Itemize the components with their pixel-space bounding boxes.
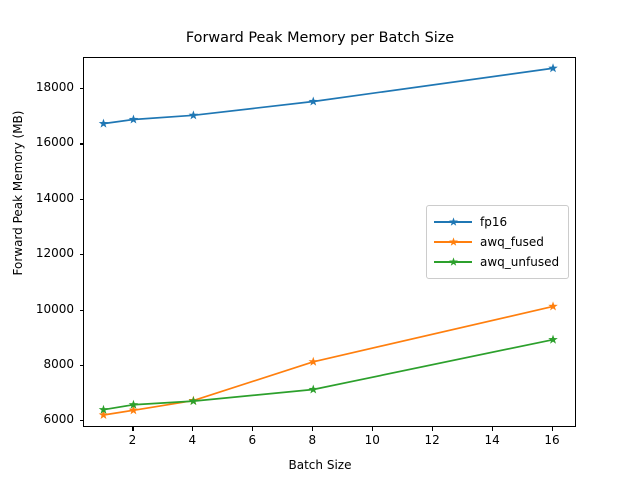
x-tick-label: 6	[248, 433, 257, 447]
x-tick-label: 2	[128, 433, 137, 447]
x-tick-mark	[312, 427, 314, 431]
legend-star-icon	[448, 237, 458, 246]
chart-title: Forward Peak Memory per Batch Size	[185, 30, 455, 46]
legend-star-icon	[448, 217, 458, 226]
data-point-marker	[98, 409, 109, 420]
x-tick-mark	[192, 427, 194, 431]
y-tick-label: 18000	[35, 80, 74, 95]
y-tick-label: 16000	[35, 135, 74, 150]
legend: fp16 awq_fused awq_unfused	[426, 205, 570, 279]
legend-swatch-icon	[434, 235, 472, 249]
x-tick-mark	[372, 427, 374, 431]
x-tick-mark	[552, 427, 554, 431]
data-point-marker	[128, 399, 139, 409]
y-tick-mark	[79, 309, 83, 311]
data-point-marker	[548, 334, 558, 344]
data-point-marker	[308, 356, 319, 366]
data-point-marker	[128, 405, 139, 415]
data-point-marker	[308, 384, 319, 394]
y-tick-label: 10000	[35, 301, 74, 316]
data-point-marker	[188, 396, 199, 406]
y-tick-label: 8000	[43, 356, 74, 371]
data-point-marker	[98, 404, 109, 414]
y-tick-mark	[79, 88, 83, 90]
x-tick-label: 14	[484, 433, 500, 447]
data-point-marker	[128, 114, 139, 124]
y-tick-mark	[79, 420, 83, 422]
series-line	[102, 67, 554, 125]
y-tick-mark	[79, 143, 83, 145]
legend-item-fp16: fp16	[434, 212, 559, 232]
y-tick-mark	[79, 198, 83, 200]
x-tick-label: 10	[364, 433, 380, 447]
legend-item-awq_fused: awq_fused	[434, 232, 559, 252]
x-tick-label: 12	[424, 433, 440, 447]
series-fp16	[98, 63, 558, 128]
x-axis-label: Batch Size	[288, 458, 352, 472]
y-tick-label: 14000	[35, 190, 74, 205]
data-point-marker	[98, 118, 109, 128]
legend-star-icon	[448, 257, 458, 266]
series-awq_fused	[98, 301, 558, 420]
x-tick-label: 4	[188, 433, 197, 447]
x-tick-label: 8	[308, 433, 317, 447]
y-tick-label: 12000	[35, 246, 74, 261]
plot-area	[83, 57, 576, 427]
series-line	[102, 338, 554, 411]
x-tick-mark	[432, 427, 434, 431]
y-tick-mark	[79, 364, 83, 367]
x-tick-mark	[252, 427, 254, 431]
data-point-marker	[188, 110, 199, 120]
legend-swatch-icon	[434, 255, 472, 269]
legend-label: fp16	[480, 215, 508, 229]
x-tick-mark	[492, 427, 494, 431]
legend-label: awq_unfused	[480, 255, 560, 269]
legend-swatch-icon	[434, 215, 472, 229]
series-canvas	[98, 63, 558, 420]
data-point-marker	[308, 96, 319, 106]
y-tick-mark	[79, 254, 83, 256]
series-awq_unfused	[98, 334, 558, 414]
x-tick-mark	[132, 427, 134, 431]
legend-item-awq_unfused: awq_unfused	[434, 252, 559, 272]
data-point-marker	[548, 63, 558, 73]
legend-label: awq_fused	[480, 235, 544, 249]
data-point-marker	[548, 301, 558, 311]
series-line	[102, 305, 554, 416]
x-tick-label: 16	[544, 433, 560, 447]
y-tick-label: 6000	[43, 412, 74, 427]
